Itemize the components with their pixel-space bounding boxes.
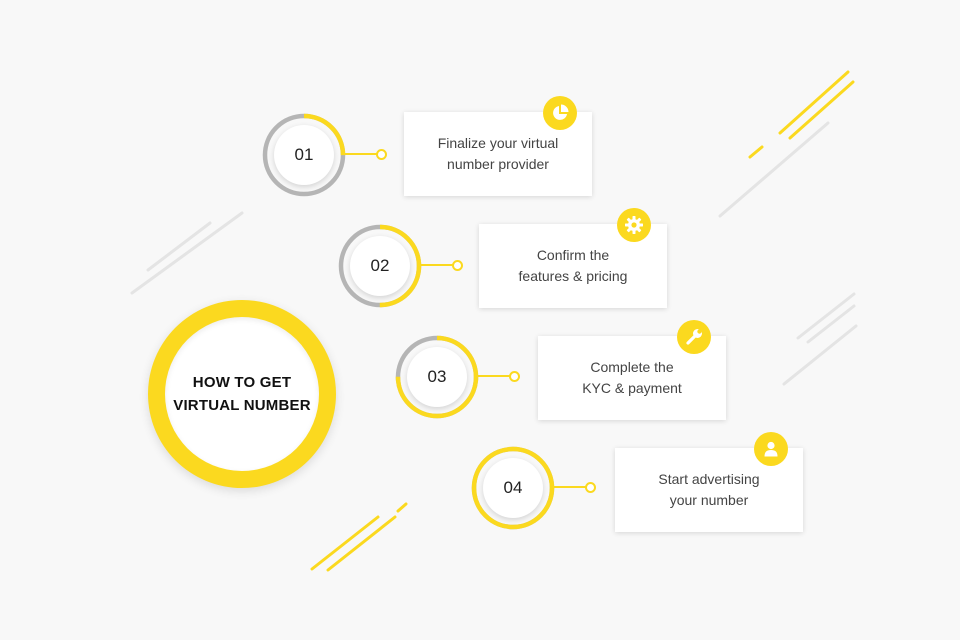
step-1-text-line2: number provider — [447, 156, 549, 172]
step-2-progress-arc — [338, 224, 422, 308]
step-1-ring: 01 — [262, 113, 346, 197]
step-3-connector-dot — [509, 371, 520, 382]
step-4-ring: 04 — [471, 446, 555, 530]
step-2-text-line1: Confirm the — [536, 247, 610, 263]
hub-circle: HOW TO GET VIRTUAL NUMBER — [148, 300, 336, 488]
step-3-text-line2: KYC & payment — [582, 380, 682, 396]
step-2-number: 02 — [370, 256, 390, 275]
step-2-connector-dot — [452, 260, 463, 271]
progress-arc-fill — [338, 224, 422, 308]
step-1-text-line1: Finalize your virtual — [437, 135, 559, 151]
progress-arc-fill — [395, 335, 479, 419]
step-4-text-line1: Start advertising — [658, 471, 760, 487]
progress-arc-fill — [471, 446, 555, 530]
step-3-progress-arc — [395, 335, 479, 419]
step-3-ring: 03 — [395, 335, 479, 419]
wrench-icon — [677, 320, 711, 354]
step-3-connector — [477, 375, 510, 377]
step-3-number: 03 — [427, 367, 447, 386]
step-1-connector — [344, 153, 377, 155]
step-2-ring: 02 — [338, 224, 422, 308]
step-4-text-line2: your number — [669, 492, 749, 508]
step-1-connector-dot — [376, 149, 387, 160]
step-4-progress-arc — [471, 446, 555, 530]
step-3-text-line1: Complete the — [590, 359, 674, 375]
user-icon — [754, 432, 788, 466]
step-1-progress-arc — [262, 113, 346, 197]
gear-icon — [617, 208, 651, 242]
step-4-connector — [553, 486, 586, 488]
step-2-text-line2: features & pricing — [518, 268, 628, 284]
progress-arc-fill — [262, 113, 346, 197]
step-1-number: 01 — [294, 145, 314, 164]
step-4-connector-dot — [585, 482, 596, 493]
step-4-number: 04 — [503, 478, 523, 497]
hub-title: HOW TO GET VIRTUAL NUMBER — [173, 374, 311, 414]
step-2-connector — [420, 264, 453, 266]
pie-chart-icon — [543, 96, 577, 130]
